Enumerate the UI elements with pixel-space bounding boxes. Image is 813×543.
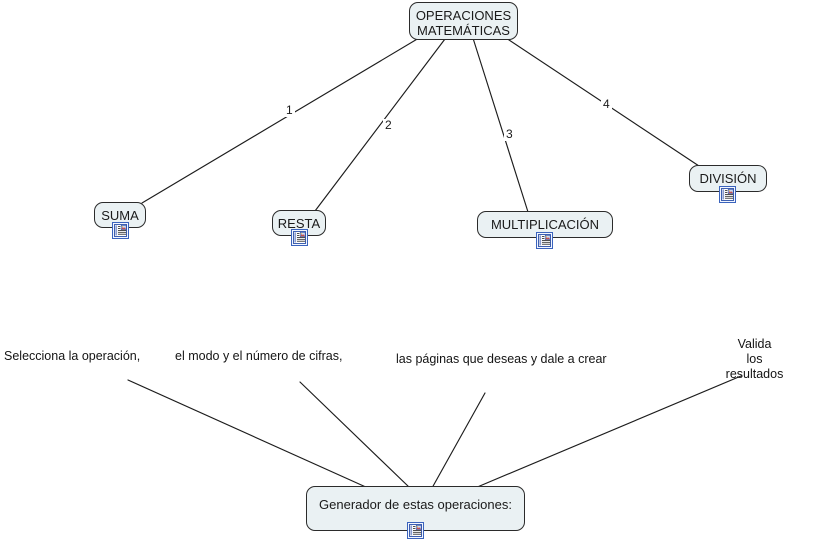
edge-note3-generador [431,392,486,489]
edge-note4-generador [474,375,742,489]
note-valida-resultados: Valida los resultados [725,337,784,381]
edge-note2-generador [299,381,411,489]
edge-root-resta [314,34,449,212]
note-document-icon[interactable] [719,186,736,203]
note-modo-cifras: el modo y el número de cifras, [175,349,343,363]
node-multiplicacion[interactable]: MULTIPLICACIÓN [477,211,613,238]
edge-root-suma [141,34,425,204]
note-selecciona-operacion: Selecciona la operación, [4,349,141,363]
edge-note1-generador [127,379,369,489]
edge-label-2: 2 [383,118,394,132]
node-label: DIVISIÓN [699,171,757,186]
note-document-icon[interactable] [291,229,308,246]
edge-root-multiplicacion [471,34,529,213]
edge-root-division [499,33,700,167]
node-label: OPERACIONES MATEMÁTICAS [415,8,512,38]
node-label: Generador de estas operaciones: [319,497,512,512]
note-document-icon[interactable] [112,222,129,239]
node-label: RESTA [277,216,321,231]
edge-label-1: 1 [284,103,295,117]
node-label: SUMA [101,208,139,223]
note-document-icon[interactable] [536,232,553,249]
note-paginas-crear: las páginas que deseas y dale a crear [396,352,607,366]
node-label: MULTIPLICACIÓN [490,217,600,232]
note-document-icon[interactable] [407,522,424,539]
edge-label-4: 4 [601,97,612,111]
edge-label-3: 3 [504,127,515,141]
node-operaciones-matematicas[interactable]: OPERACIONES MATEMÁTICAS [409,2,518,40]
